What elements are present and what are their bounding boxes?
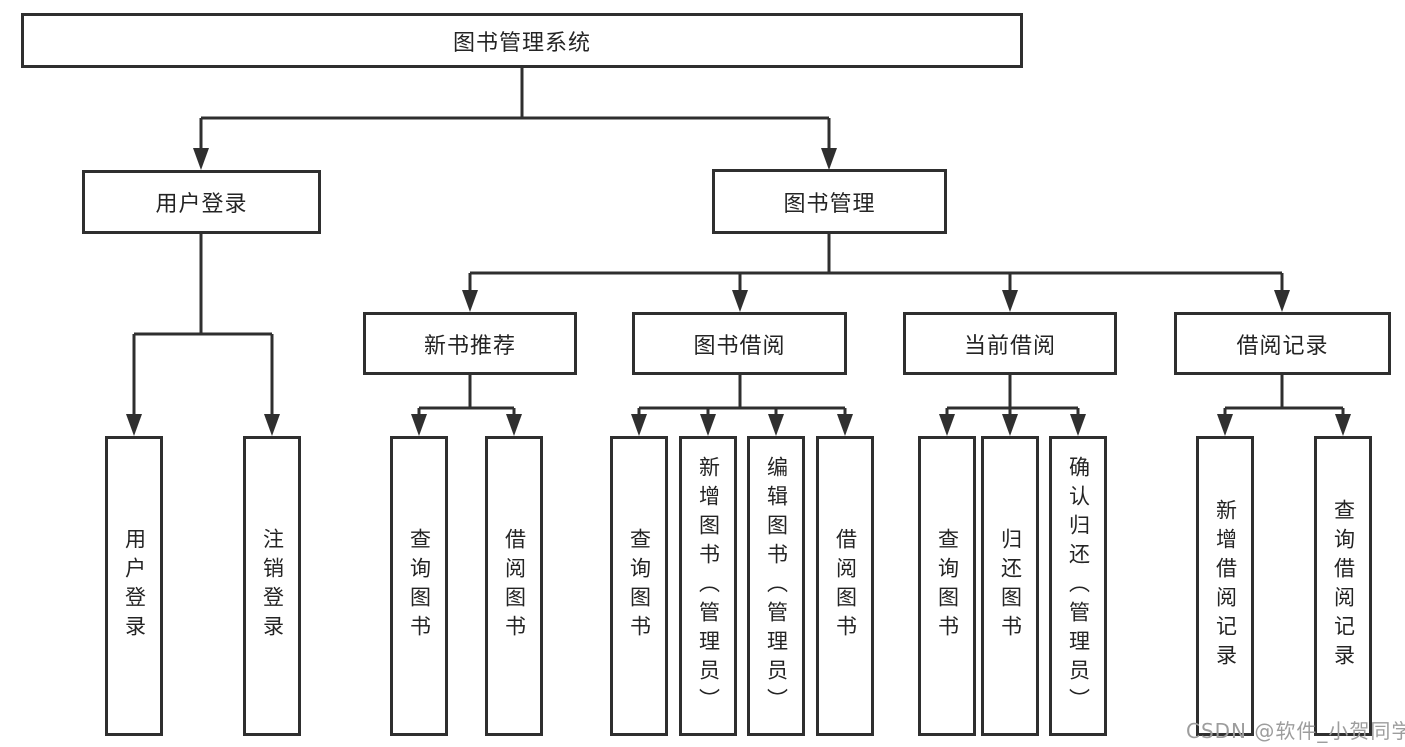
leaf-label: 借阅图书 — [833, 528, 858, 644]
arrow-down-icon — [1335, 414, 1351, 436]
leaf-label: 注销登录 — [260, 528, 285, 644]
arrow-down-icon — [700, 414, 716, 436]
connector-book-mgmt-trunk — [470, 234, 1282, 275]
leaf-borrow-book-recommend: 借阅图书 — [485, 436, 543, 736]
arrow-down-icon — [1070, 414, 1086, 436]
node-book-borrow: 图书借阅 — [632, 312, 847, 375]
leaf-add-borrow-record: 新增借阅记录 — [1196, 436, 1254, 736]
arrow-down-icon — [506, 414, 522, 436]
arrow-down-icon — [732, 290, 748, 312]
leaf-label: 查询图书 — [935, 528, 960, 644]
arrow-down-icon — [1002, 414, 1018, 436]
arrow-down-icon — [837, 414, 853, 436]
arrow-down-icon — [821, 148, 837, 170]
arrow-down-icon — [1217, 414, 1233, 436]
arrow-down-icon — [193, 148, 209, 170]
arrow-down-icon — [126, 414, 142, 436]
node-current-borrow: 当前借阅 — [903, 312, 1117, 375]
leaf-label: 新增借阅记录 — [1213, 499, 1238, 673]
connector-current-borrow-trunk — [947, 375, 1078, 410]
leaf-label: 查询图书 — [627, 528, 652, 644]
connector-user-login-trunk — [134, 233, 272, 336]
leaf-label: 确认归还（管理员） — [1066, 455, 1091, 717]
arrow-down-icon — [1002, 290, 1018, 312]
leaf-label: 借阅图书 — [502, 528, 527, 644]
leaf-add-book-admin: 新增图书（管理员） — [679, 436, 737, 736]
node-library-system: 图书管理系统 — [21, 13, 1023, 68]
arrow-down-icon — [1274, 290, 1290, 312]
leaf-return-book: 归还图书 — [981, 436, 1039, 736]
leaf-query-book-current: 查询图书 — [918, 436, 976, 736]
node-book-management: 图书管理 — [712, 169, 947, 234]
arrow-down-icon — [768, 414, 784, 436]
node-new-book-recommend: 新书推荐 — [363, 312, 577, 375]
leaf-label: 查询图书 — [407, 528, 432, 644]
connector-borrow-record-trunk — [1225, 375, 1343, 410]
csdn-watermark: CSDN @软件_小贺同学 — [1186, 719, 1405, 743]
leaf-label: 用户登录 — [122, 528, 147, 644]
arrow-down-icon — [411, 414, 427, 436]
arrow-down-icon — [939, 414, 955, 436]
leaf-logout-login: 注销登录 — [243, 436, 301, 736]
leaf-label: 归还图书 — [998, 528, 1023, 644]
node-borrow-records: 借阅记录 — [1174, 312, 1391, 375]
connector-new-book-trunk — [419, 375, 514, 410]
connector-book-borrow-trunk — [639, 375, 845, 410]
arrow-down-icon — [264, 414, 280, 436]
leaf-query-borrow-record: 查询借阅记录 — [1314, 436, 1372, 736]
connector-root-trunk — [201, 68, 829, 120]
node-user-login: 用户登录 — [82, 170, 321, 234]
leaf-borrow-book: 借阅图书 — [816, 436, 874, 736]
arrow-down-icon — [462, 290, 478, 312]
leaf-label: 查询借阅记录 — [1331, 499, 1356, 673]
leaf-label: 编辑图书（管理员） — [764, 455, 789, 717]
arrow-down-icon — [631, 414, 647, 436]
leaf-query-book-recommend: 查询图书 — [390, 436, 448, 736]
leaf-query-book-borrow: 查询图书 — [610, 436, 668, 736]
leaf-label: 新增图书（管理员） — [696, 455, 721, 717]
leaf-confirm-return-admin: 确认归还（管理员） — [1049, 436, 1107, 736]
leaf-user-login: 用户登录 — [105, 436, 163, 736]
leaf-edit-book-admin: 编辑图书（管理员） — [747, 436, 805, 736]
